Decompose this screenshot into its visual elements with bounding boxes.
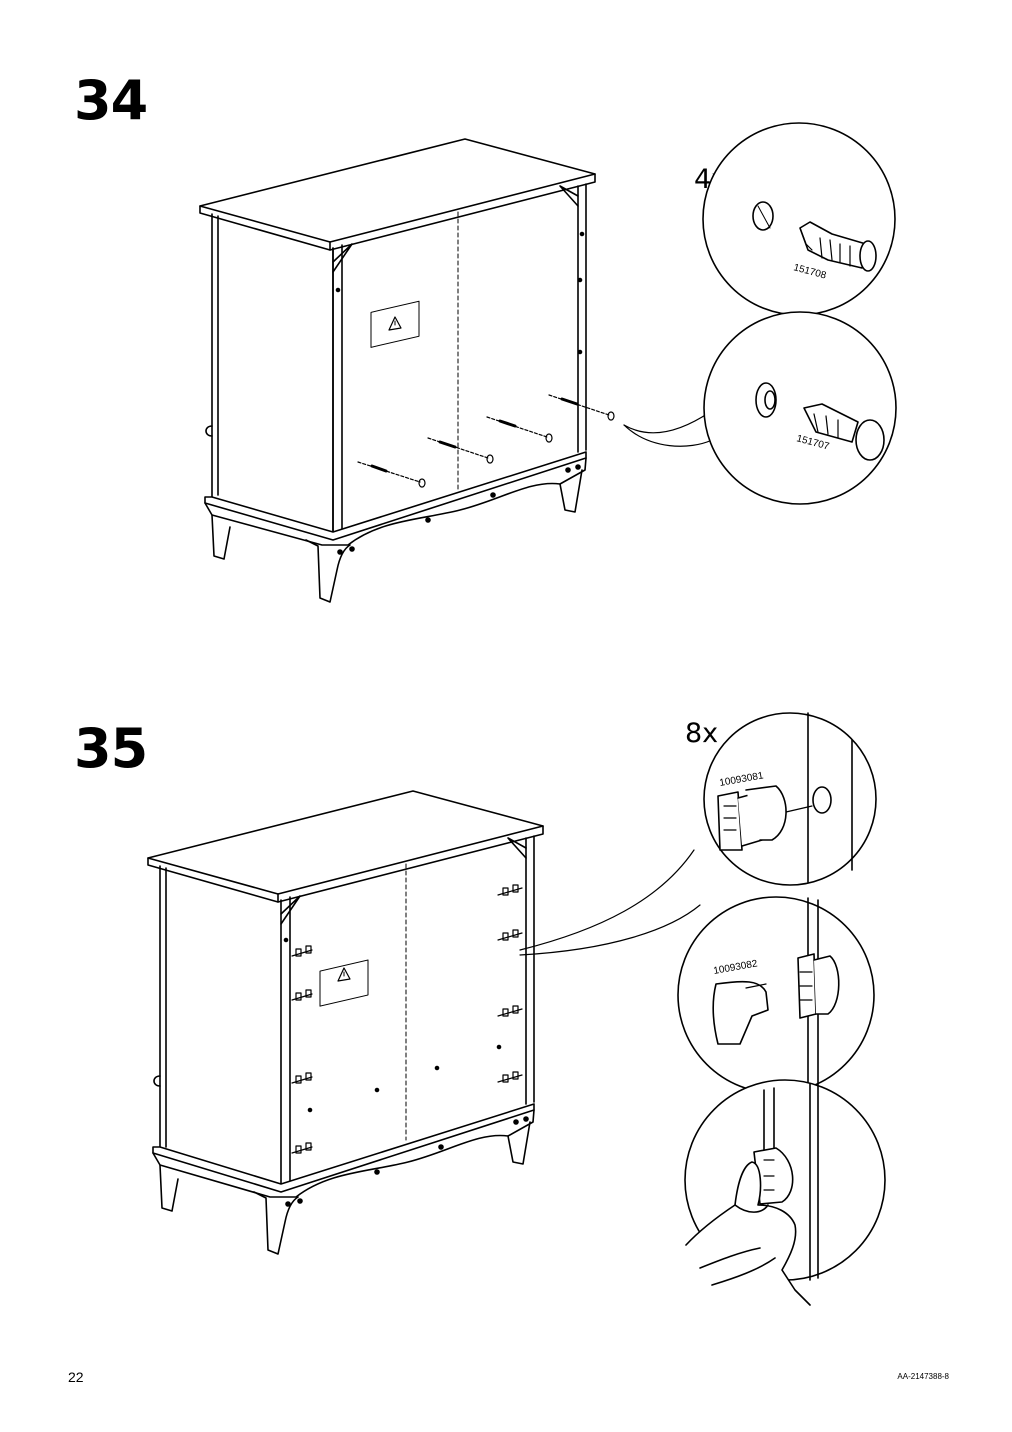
- callout-bracket-10093082: [677, 896, 875, 1094]
- warning-triangle-icon: [337, 967, 351, 982]
- page-number: 22: [68, 1369, 84, 1385]
- callout-hand-press: [684, 1079, 886, 1306]
- warning-triangle-icon: [388, 316, 402, 331]
- hand-icon: [685, 1161, 811, 1306]
- document-code: AA-2147388-8: [897, 1372, 949, 1381]
- callout-dowel-151708: [702, 122, 896, 316]
- callout-bracket-10093081: [703, 712, 877, 886]
- callout-dowel-151707: [703, 311, 897, 505]
- dresser-step-35: [147, 790, 701, 1255]
- step-number-34: 34: [74, 69, 148, 132]
- step-number-35: 35: [74, 717, 148, 780]
- dresser-step-34: [199, 138, 713, 603]
- quantity-step-35: 8x: [685, 718, 719, 749]
